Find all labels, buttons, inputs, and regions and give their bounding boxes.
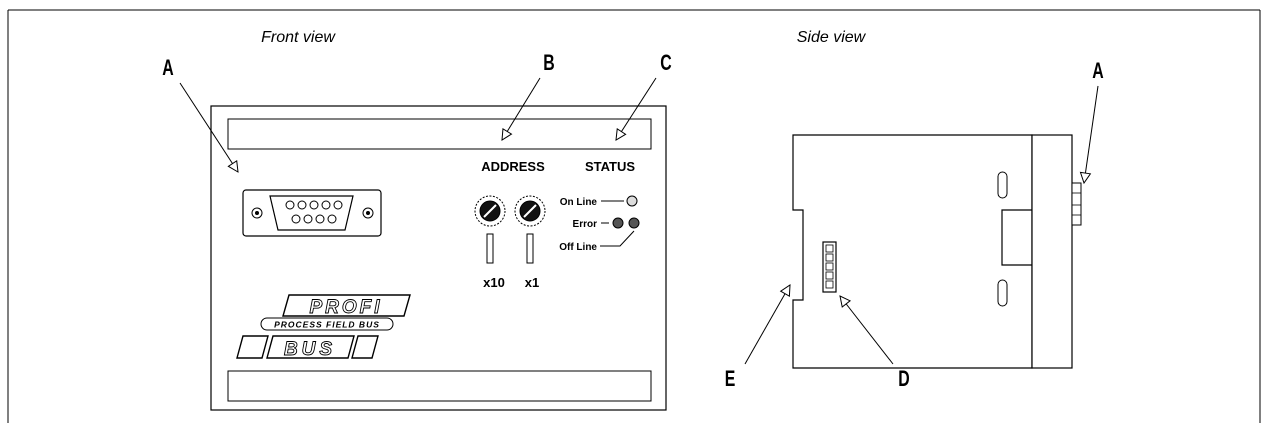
side-view: Side view A D E — [725, 29, 1104, 392]
led-offline-leader — [600, 230, 635, 247]
db9-connector — [242, 189, 382, 237]
arrow-a-front — [179, 82, 238, 172]
switch-x10-slot — [486, 233, 494, 264]
side-terminal-block — [822, 241, 837, 293]
side-front-cover — [1031, 134, 1073, 369]
front-top-label-strip — [227, 118, 652, 150]
logo-bus-text: BUS — [284, 339, 336, 360]
side-rail-slot — [1001, 209, 1032, 266]
callout-c: C — [660, 52, 672, 76]
arrow-a-side — [1084, 85, 1099, 183]
led-online — [626, 195, 638, 207]
logo-profi-text: PROFI — [309, 297, 382, 318]
status-label: STATUS — [585, 159, 635, 174]
front-device-body — [210, 105, 667, 411]
logo-process-field-bus-text: PROCESS FIELD BUS — [274, 320, 380, 330]
arrow-c — [616, 77, 657, 140]
led-online-label: On Line — [560, 197, 598, 208]
callout-b: B — [543, 52, 554, 76]
address-label: ADDRESS — [481, 159, 545, 174]
led-error — [612, 217, 624, 229]
side-vent-bottom — [997, 279, 1008, 307]
switch-x10-label: x10 — [483, 275, 505, 290]
front-bottom-label-strip — [227, 370, 652, 402]
profibus-logo: PROFI PROCESS FIELD BUS BUS — [236, 294, 411, 360]
led-offline — [628, 217, 640, 229]
side-view-title: Side view — [797, 29, 867, 46]
led-offline-label: Off Line — [559, 242, 597, 253]
rotary-switch-x10[interactable] — [474, 195, 506, 227]
callout-a-front: A — [162, 57, 174, 81]
front-view-title: Front view — [261, 29, 336, 46]
rotary-switch-x1[interactable] — [514, 195, 546, 227]
side-vent-top — [997, 171, 1008, 199]
arrow-b — [502, 77, 541, 140]
arrow-d — [840, 296, 894, 365]
callout-e: E — [725, 368, 736, 392]
arrow-e — [744, 285, 790, 365]
switch-x1-label: x1 — [525, 275, 539, 290]
side-connector-stub — [1071, 182, 1082, 226]
led-error-label: Error — [573, 219, 598, 230]
callout-d: D — [898, 368, 910, 392]
switch-x1-slot — [526, 233, 534, 264]
front-view: Front view A B C — [162, 29, 672, 411]
callout-a-side: A — [1092, 60, 1104, 84]
